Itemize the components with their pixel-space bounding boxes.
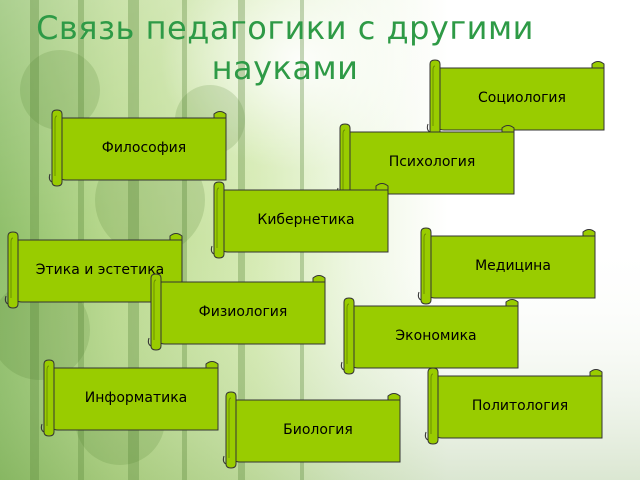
science-scroll-4: Кибернетика <box>206 181 396 259</box>
science-label: Биология <box>283 422 353 438</box>
scroll-icon <box>48 109 227 187</box>
scroll-icon <box>340 297 519 375</box>
science-label: Психология <box>388 154 476 170</box>
science-scroll-9: Информатика <box>36 359 226 437</box>
science-scroll-11: Биология <box>218 391 408 469</box>
science-label: Информатика <box>84 390 188 406</box>
scroll-icon <box>222 391 401 469</box>
science-scroll-7: Физиология <box>143 273 333 351</box>
scroll-icon <box>426 59 605 137</box>
scroll-icon <box>210 181 389 259</box>
scroll-icon <box>417 227 596 305</box>
scroll-icon <box>424 367 603 445</box>
science-label: Экономика <box>395 328 477 344</box>
science-scroll-3: Психология <box>332 123 522 201</box>
science-label: Политология <box>471 398 569 414</box>
science-scroll-1: Социология <box>422 59 612 137</box>
science-label: Этика и эстетика <box>35 262 165 278</box>
scroll-icon <box>40 359 219 437</box>
scroll-icon <box>147 273 326 351</box>
science-scroll-10: Политология <box>420 367 610 445</box>
science-scroll-5: Медицина <box>413 227 603 305</box>
science-scroll-2: Философия <box>44 109 234 187</box>
scroll-icon <box>4 231 183 309</box>
science-label: Философия <box>101 140 187 156</box>
science-label: Кибернетика <box>257 212 355 228</box>
science-scroll-8: Экономика <box>336 297 526 375</box>
science-label: Физиология <box>198 304 288 320</box>
science-label: Медицина <box>475 258 551 274</box>
science-scroll-6: Этика и эстетика <box>0 231 190 309</box>
slide-title: Связь педагогики с другими науками <box>36 9 534 87</box>
science-label: Социология <box>478 90 566 106</box>
